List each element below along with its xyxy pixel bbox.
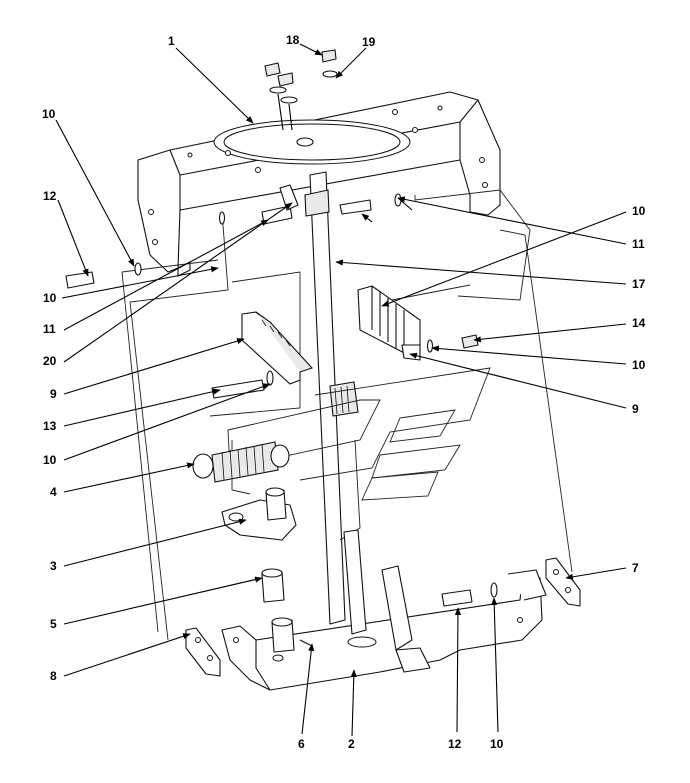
callout-5: 5 [50, 617, 57, 631]
callout-20: 20 [43, 354, 57, 368]
callout-10: 10 [43, 291, 57, 305]
callout-8: 8 [50, 669, 57, 683]
callout-1: 1 [168, 34, 175, 48]
callout-10: 10 [632, 204, 646, 218]
callout-6: 6 [298, 737, 305, 751]
leader-lines [55, 43, 627, 737]
callout-4: 4 [50, 485, 57, 499]
callout-3: 3 [50, 559, 57, 573]
callout-18: 18 [286, 33, 300, 47]
top-bolts-part [264, 49, 338, 131]
small-plates-part [185, 557, 581, 677]
callout-12: 12 [448, 737, 462, 751]
callout-12: 12 [43, 189, 57, 203]
bottom-bracket-part [221, 529, 547, 691]
upper-bolts-part [65, 184, 479, 399]
lever-part [221, 487, 297, 541]
callout-9: 9 [50, 387, 57, 401]
callout-10: 10 [43, 453, 57, 467]
callout-10: 10 [42, 107, 56, 121]
callout-labels: 1 18 19 10 12 10 11 20 9 13 10 4 3 5 8 6… [42, 33, 646, 751]
callout-17: 17 [632, 277, 646, 291]
left-guide-block-part [241, 311, 313, 385]
callout-11: 11 [632, 237, 645, 251]
callout-13: 13 [43, 419, 57, 433]
callout-9: 9 [632, 402, 639, 416]
callout-10: 10 [490, 737, 504, 751]
bushing-part [261, 568, 285, 603]
right-guide-block-part [357, 285, 421, 361]
callout-11: 11 [43, 322, 56, 336]
callout-10: 10 [632, 358, 646, 372]
lower-bolts-part [299, 582, 498, 647]
callout-14: 14 [632, 316, 646, 330]
callout-7: 7 [632, 561, 639, 575]
spring-part [192, 441, 290, 483]
callout-2: 2 [348, 737, 355, 751]
central-shaft-part [304, 171, 359, 625]
callout-19: 19 [362, 35, 376, 49]
